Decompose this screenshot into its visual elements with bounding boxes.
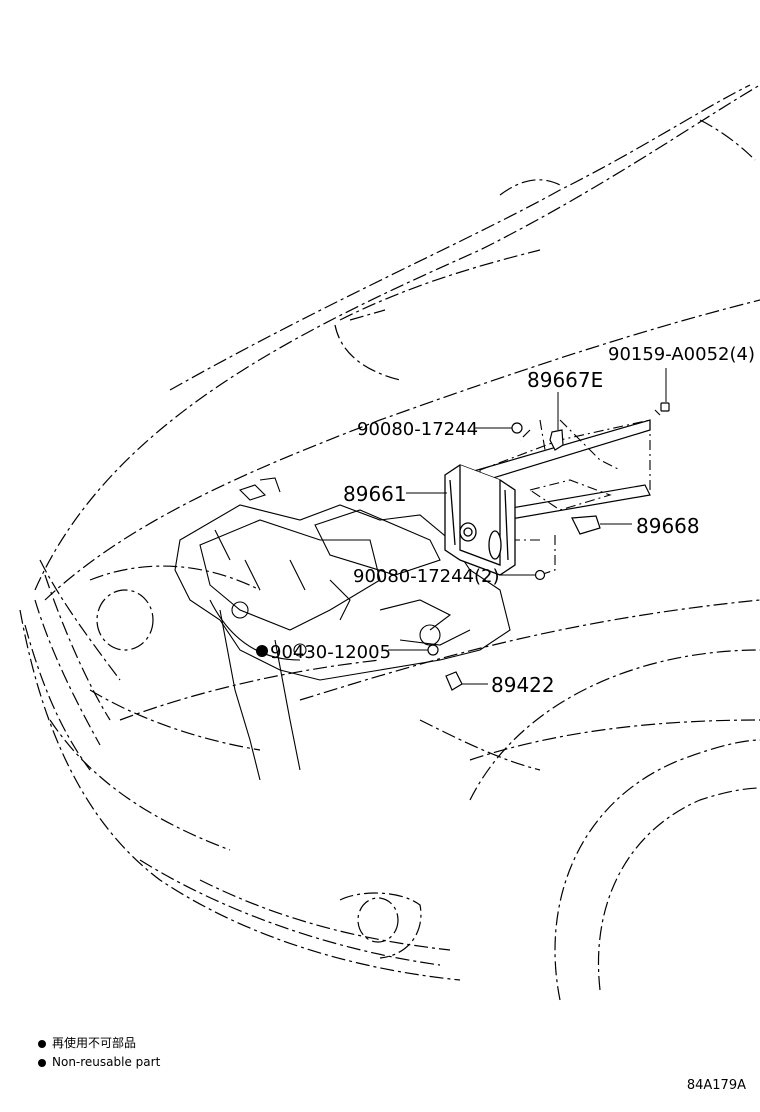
ecu-unit <box>444 464 516 576</box>
engine-block <box>174 477 511 781</box>
legend-text-jp: 再使用不可部品 <box>52 1036 137 1050</box>
legend-row-en: Non-reusable part <box>38 1053 160 1072</box>
vehicle-outline <box>19 84 760 1001</box>
fasteners <box>427 402 670 691</box>
leader-lines <box>388 368 667 685</box>
bullet-icon <box>38 1039 46 1048</box>
label-89668: 89668 <box>636 514 700 538</box>
legend-text-en: Non-reusable part <box>52 1055 161 1069</box>
label-89422: 89422 <box>491 673 555 697</box>
label-89667e: 89667E <box>527 368 603 392</box>
label-90080-upper: 90080-17244 <box>357 419 478 440</box>
legend: 再使用不可部品 Non-reusable part <box>38 1034 160 1072</box>
label-89661: 89661 <box>343 482 407 506</box>
bullet-icon <box>38 1058 46 1067</box>
label-90080-lower: 90080-17244(2) <box>353 566 500 587</box>
part-labels: 90159-A0052(4) 89667E 90080-17244 89661 … <box>256 344 755 697</box>
label-90159: 90159-A0052(4) <box>608 344 755 365</box>
label-90430: 90430-12005 <box>270 642 391 663</box>
non-reusable-mark <box>256 645 268 657</box>
legend-row-jp: 再使用不可部品 <box>38 1034 160 1053</box>
figure-code: 84A179A <box>686 1078 746 1093</box>
